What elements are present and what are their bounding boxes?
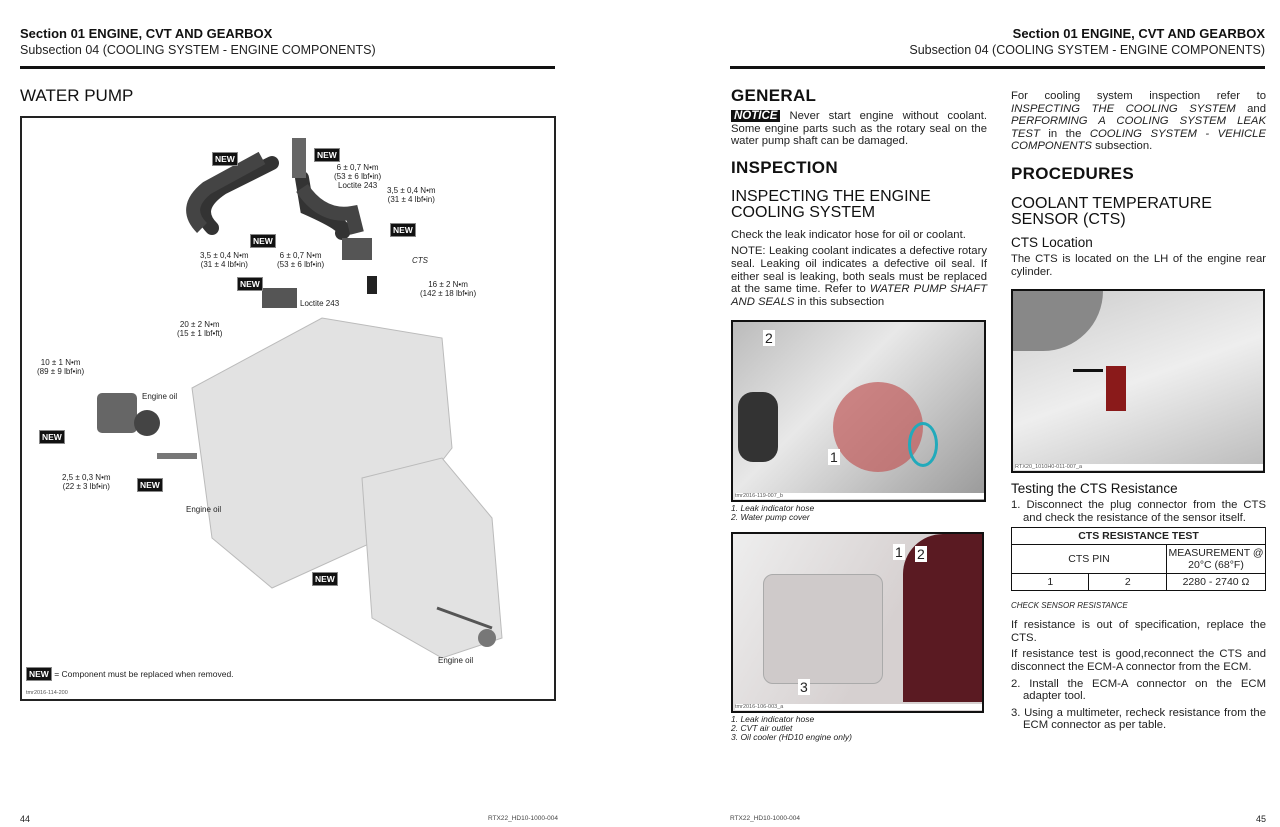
callout: 3 [798, 679, 810, 695]
callout: 1 [893, 544, 905, 560]
figure-ref: tmr2016-106-003_a [735, 704, 982, 710]
note-paragraph: NOTE: Leaking coolant indicates a defect… [731, 245, 988, 308]
page-number: 44 [20, 814, 31, 824]
cts-label: CTS [412, 256, 428, 265]
paragraph: If resistance is out of specification, r… [1011, 619, 1266, 644]
new-badge: NEW [137, 478, 163, 492]
torque-label: 16 ± 2 N•m (142 ± 18 lbf•in) [420, 280, 477, 298]
new-badge: NEW [250, 234, 276, 248]
paragraph: Check the leak indicator hose for oil or… [731, 228, 966, 241]
engine-oil-label: Engine oil [142, 392, 178, 401]
step: 1. Disconnect the plug connector from th… [1011, 499, 1266, 524]
loctite-label: Loctite 243 [300, 299, 340, 308]
new-badge: NEW [212, 152, 238, 166]
testing-heading: Testing the CTS Resistance [1011, 481, 1178, 496]
new-badge: NEW [39, 430, 65, 444]
cts-location-heading: CTS Location [1011, 234, 1093, 250]
page-number: 45 [1256, 814, 1267, 824]
callout: 2 [915, 546, 927, 562]
photo-caption-list: 1. Leak indicator hose 2. CVT air outlet… [731, 714, 852, 742]
procedures-heading: PROCEDURES [1011, 163, 1134, 183]
new-badge: NEW [237, 277, 263, 291]
paragraph: The CTS is located on the LH of the engi… [1011, 252, 1266, 278]
torque-label: 20 ± 2 N•m (15 ± 1 lbf•ft) [177, 320, 223, 338]
torque-label: 6 ± 0,7 N•m (53 ± 6 lbf•in) [277, 251, 325, 269]
paragraph: If resistance test is good,reconnect the… [1011, 648, 1266, 673]
column-1: GENERAL NOTICE Never start engine withou… [731, 86, 987, 308]
general-heading: GENERAL [731, 86, 817, 105]
callout: 2 [763, 330, 775, 346]
oil-cooler-photo: 1 2 3 tmr2016-106-003_a [731, 532, 984, 713]
engine-oil-label: Engine oil [186, 505, 222, 514]
engine-illustration [97, 138, 503, 659]
subsection-title: Subsection 04 (COOLING SYSTEM - ENGINE C… [909, 43, 1265, 57]
new-badge: NEW [312, 572, 338, 586]
new-badge: NEW [26, 667, 52, 681]
torque-label: 3,5 ± 0,4 N•m (31 ± 4 lbf•in) [387, 186, 436, 204]
doc-code: RTX22_HD10-1000-004 [488, 815, 558, 822]
section-title: Section 01 ENGINE, CVT AND GEARBOX [1012, 26, 1265, 41]
callout: 1 [828, 449, 840, 465]
cts-location-photo: RTX20_1010H0-011-007_a [1011, 289, 1265, 473]
table-title: CTS RESISTANCE TEST [1011, 527, 1266, 546]
cts-subheading: COOLANT TEMPERATURE SENSOR (CTS) [1011, 194, 1212, 228]
new-badge: NEW [314, 148, 340, 162]
figure-ref: tmr2016-114-200 [26, 690, 68, 696]
torque-label: 2,5 ± 0,3 N•m (22 ± 3 lbf•in) [62, 473, 111, 491]
section-title: Section 01 ENGINE, CVT AND GEARBOX [20, 26, 273, 41]
engine-oil-label: Engine oil [438, 656, 474, 665]
page-title: WATER PUMP [20, 86, 134, 105]
water-pump-exploded-diagram: NEW NEW NEW NEW NEW NEW NEW NEW 6 ± 0,7 … [20, 116, 556, 701]
photo-caption-list: 1. Leak indicator hose 2. Water pump cov… [731, 503, 815, 522]
notice-badge: NOTICE [731, 110, 781, 122]
new-badge: NEW [390, 223, 416, 237]
header-rule [20, 66, 555, 69]
figure-ref: tmr2016-119-007_b [735, 493, 984, 499]
doc-code: RTX22_HD10-1000-004 [730, 815, 800, 822]
column-header: CTS PIN [1011, 544, 1167, 575]
torque-label: 6 ± 0,7 N•m (53 ± 6 lbf•in) Loctite 243 [334, 163, 382, 190]
intro-paragraph: For cooling system inspection refer to I… [1011, 90, 1266, 153]
step: 2. Install the ECM-A connector on the EC… [1011, 677, 1266, 703]
column-header: MEASUREMENT @ 20°C (68°F) [1166, 544, 1266, 575]
header-rule [730, 66, 1265, 69]
leak-indicator-photo: 2 1 tmr2016-119-007_b [731, 320, 986, 502]
figure-ref: RTX20_1010H0-011-007_a [1015, 464, 1263, 470]
testing-section: Testing the CTS Resistance 1. Disconnect… [1010, 481, 1266, 732]
torque-label: 3,5 ± 0,4 N•m (31 ± 4 lbf•in) [200, 251, 249, 269]
column-2: For cooling system inspection refer to I… [1011, 90, 1266, 278]
notice-text: Never start engine without coolant. Some… [731, 110, 987, 148]
diagram-legend: NEW = Component must be replaced when re… [26, 667, 234, 681]
inspection-heading: INSPECTION [731, 157, 838, 177]
legend-text: = Component must be replaced when remove… [54, 669, 234, 679]
subsection-title: Subsection 04 (COOLING SYSTEM - ENGINE C… [20, 43, 376, 57]
step: 3. Using a multimeter, recheck resistanc… [1011, 706, 1266, 732]
table-caption: CHECK SENSOR RESISTANCE [1011, 601, 1128, 611]
inspecting-subheading: INSPECTING THE ENGINE COOLING SYSTEM [731, 187, 931, 221]
torque-label: 10 ± 1 N•m (89 ± 9 lbf•in) [37, 358, 85, 376]
